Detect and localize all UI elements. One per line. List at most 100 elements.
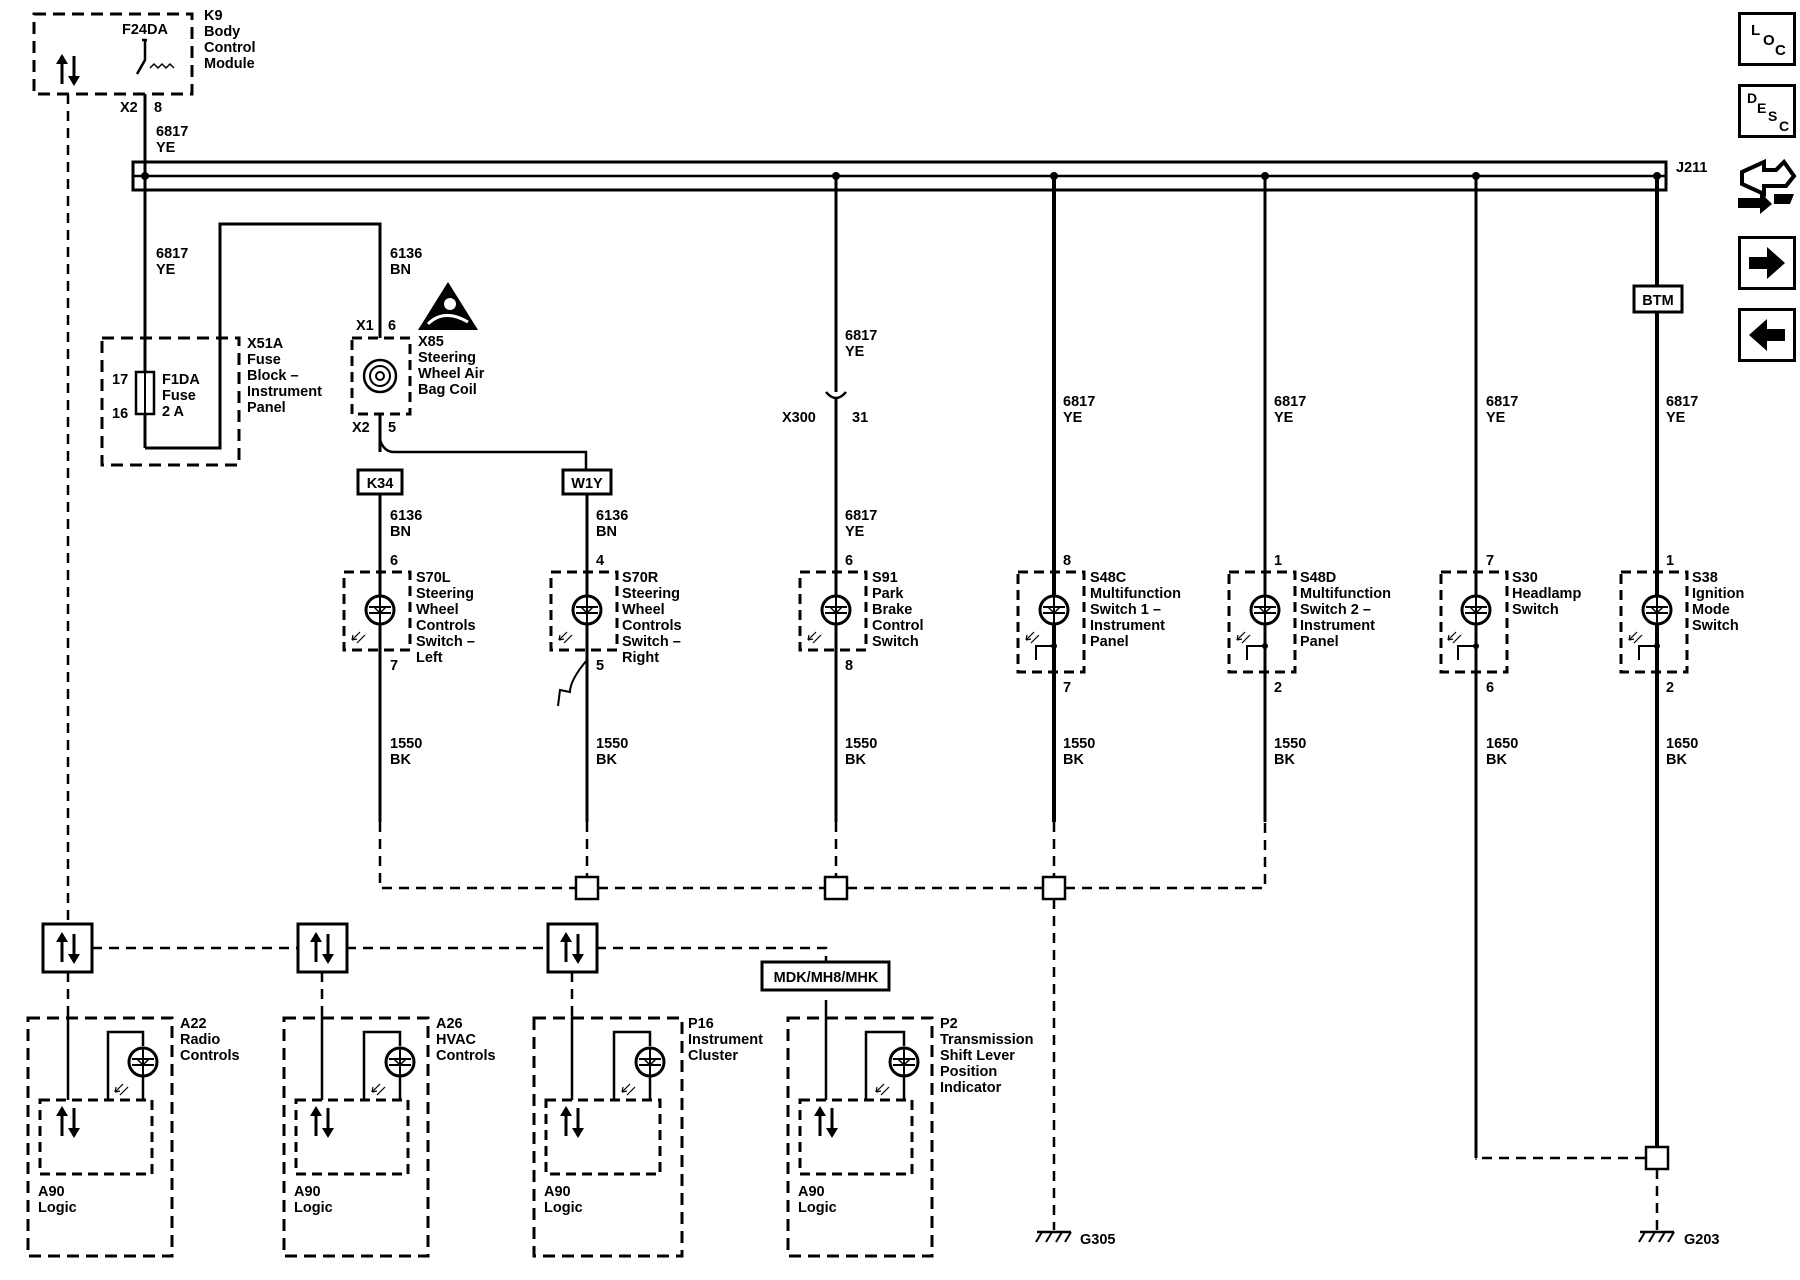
p16-name-1: Instrument — [688, 1032, 763, 1048]
ground-g305-label: G305 — [1080, 1232, 1115, 1248]
desc-letter-2: E — [1757, 100, 1766, 116]
a26-name-2: Controls — [436, 1048, 496, 1064]
x300-inline-connector: X300 31 — [782, 391, 868, 426]
s70l-pin-top: 6 — [390, 553, 398, 569]
s38-name-3: Switch — [1692, 618, 1739, 634]
s91-name-1: Park — [872, 586, 904, 602]
wire-label-circuit: 1550 — [596, 736, 628, 752]
s48d-ref: S48D — [1300, 570, 1336, 586]
s30-pin-top: 7 — [1486, 553, 1494, 569]
s70l-name-2: Wheel — [416, 602, 459, 618]
wire-label-circuit: 6817 — [1063, 394, 1095, 410]
k9-fuse-label: F24DA — [122, 22, 168, 38]
x85-name-1: Steering — [418, 350, 476, 366]
x51a-name-4: Panel — [247, 400, 286, 416]
s70l-name-4: Switch – — [416, 634, 475, 650]
x51a-pin-out: 16 — [112, 406, 128, 422]
wire-label-circuit: 6817 — [156, 124, 188, 140]
s91-pin-top: 6 — [845, 553, 853, 569]
s48d-pin-top: 1 — [1274, 553, 1282, 569]
s70r-ref: S70R — [622, 570, 659, 586]
s38-name-2: Mode — [1692, 602, 1730, 618]
next-page-button[interactable] — [1738, 236, 1796, 290]
ground-g305: G305 — [1034, 1230, 1115, 1248]
p2-sub-2: Logic — [798, 1200, 837, 1216]
s70l-pin-bottom: 7 — [390, 658, 398, 674]
wire-label-circuit: 1550 — [845, 736, 877, 752]
option-k34: K34 — [356, 468, 404, 496]
previous-page-button[interactable] — [1738, 308, 1796, 362]
desc-letter-3: S — [1768, 108, 1777, 124]
wire-label-color: YE — [845, 344, 865, 360]
s70r-name-3: Controls — [622, 618, 682, 634]
option-mdk: MDK/MH8/MHK — [760, 960, 891, 992]
k9-body-control-module: F24DA K9 Body Control Module X2 8 — [32, 8, 256, 116]
s30-ref: S30 — [1512, 570, 1538, 586]
s70r-pin-top: 4 — [596, 553, 604, 569]
x51a-fuse-1: F1DA — [162, 372, 200, 388]
s48c-pin-bottom: 7 — [1063, 680, 1071, 696]
s48c-ref: S48C — [1090, 570, 1127, 586]
option-w1y-label: W1Y — [571, 476, 603, 492]
s48c-pin-top: 8 — [1063, 553, 1071, 569]
wire-label-circuit: 6817 — [845, 328, 877, 344]
s48c-name-2: Switch 1 – — [1090, 602, 1161, 618]
s91-ref: S91 — [872, 570, 898, 586]
s91-name-4: Switch — [872, 634, 919, 650]
wire-label-color: YE — [1063, 410, 1083, 426]
wire-label-color: BK — [596, 752, 617, 768]
p16-sub-2: Logic — [544, 1200, 583, 1216]
loc-letter-1: L — [1751, 22, 1760, 39]
x85-conn-bottom: X2 — [352, 420, 370, 436]
wire-label-circuit: 1550 — [390, 736, 422, 752]
k9-connector: X2 — [120, 100, 138, 116]
wire-label-color: YE — [1666, 410, 1686, 426]
a22-name-2: Controls — [180, 1048, 240, 1064]
p16-name-2: Cluster — [688, 1048, 738, 1064]
s30-pin-bottom: 6 — [1486, 680, 1494, 696]
s70l-name-3: Controls — [416, 618, 476, 634]
s91-pin-bottom: 8 — [845, 658, 853, 674]
s48d-multifunction-switch-2: 1 2 S48D Multifunction Switch 2 – Instru… — [1227, 553, 1391, 696]
p16-ref: P16 — [688, 1016, 714, 1032]
s70r-steering-wheel-controls-switch-right: 4 5 S70R Steering Wheel Controls Switch … — [549, 553, 682, 674]
a26-ref: A26 — [436, 1016, 463, 1032]
splice-node — [1041, 875, 1067, 901]
s38-name-1: Ignition — [1692, 586, 1744, 602]
wire-label-circuit: 6817 — [1486, 394, 1518, 410]
desc-button[interactable]: D E S C — [1738, 84, 1796, 138]
s48c-name-4: Panel — [1090, 634, 1129, 650]
s70r-name-4: Switch – — [622, 634, 681, 650]
connector-end-view-button[interactable] — [1734, 152, 1800, 218]
s30-name-2: Switch — [1512, 602, 1559, 618]
s91-name-2: Brake — [872, 602, 912, 618]
p2-transmission-shift-lever-position-indicator: P2 Transmission Shift Lever Position Ind… — [786, 1010, 1033, 1258]
ground-g203-label: G203 — [1684, 1232, 1719, 1248]
wire-label-color: BK — [1486, 752, 1507, 768]
wire-label-color: BN — [390, 524, 411, 540]
a22-sub-1: A90 — [38, 1184, 65, 1200]
wire-label-circuit: 6817 — [156, 246, 188, 262]
loc-letter-2: O — [1763, 32, 1775, 49]
a22-name-1: Radio — [180, 1032, 220, 1048]
p16-instrument-cluster: P16 Instrument Cluster A90 Logic — [532, 1010, 763, 1258]
s38-ref: S38 — [1692, 570, 1718, 586]
wire-label-circuit: 1550 — [1063, 736, 1095, 752]
s48d-name-4: Panel — [1300, 634, 1339, 650]
wire-label-circuit: 1650 — [1666, 736, 1698, 752]
a26-name-1: HVAC — [436, 1032, 477, 1048]
s30-name-1: Headlamp — [1512, 586, 1581, 602]
s48c-name-3: Instrument — [1090, 618, 1165, 634]
serial-data-node-2 — [296, 922, 349, 974]
loc-letter-3: C — [1775, 42, 1786, 59]
serial-data-node-3 — [546, 922, 599, 974]
option-btm: BTM — [1632, 284, 1684, 314]
wire-label-circuit: 6136 — [596, 508, 628, 524]
loc-button[interactable]: L O C — [1738, 12, 1796, 66]
ground-g203: G203 — [1637, 1230, 1719, 1248]
x300-pin: 31 — [852, 410, 868, 426]
option-k34-label: K34 — [367, 476, 394, 492]
x51a-fuse-2: Fuse — [162, 388, 196, 404]
wire-label-color: YE — [845, 524, 865, 540]
